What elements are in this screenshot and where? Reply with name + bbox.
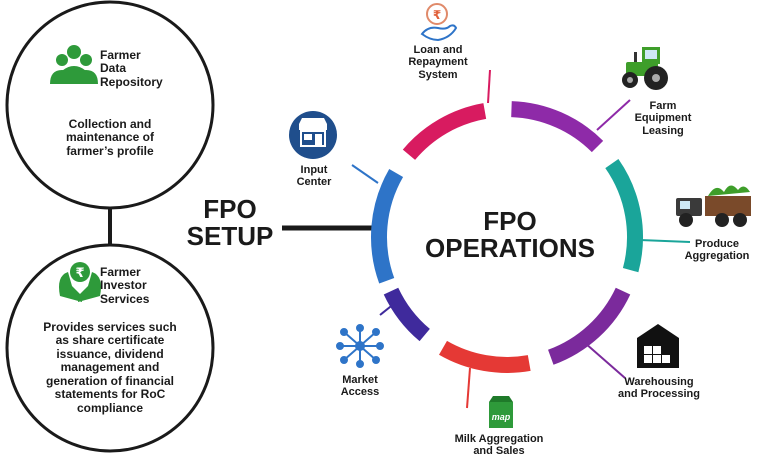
pointer-line-market <box>379 302 396 316</box>
pointer-line-milk <box>466 367 471 409</box>
farmer-data-circle <box>5 0 215 210</box>
operation-milk-label: Milk Aggregation and Sales <box>454 433 544 458</box>
pointer-line-produce <box>639 239 691 243</box>
operations-ring <box>371 101 643 373</box>
ring-arc-market <box>383 287 431 342</box>
investor-circle <box>5 243 215 453</box>
farmer-data-description: Collection and maintenance of farmer’s p… <box>65 117 155 158</box>
milk-carton-label: map <box>492 412 511 422</box>
pointer-line-loan <box>487 69 491 104</box>
pointer-line-farm <box>596 99 631 131</box>
ring-arc-loan <box>402 103 487 161</box>
network-icon <box>336 324 384 368</box>
pointer-line-warehouse <box>584 342 626 379</box>
investor-description: Provides services such as share certific… <box>43 320 177 415</box>
rupee-hands-icon: ₹ <box>59 262 101 302</box>
svg-text:₹: ₹ <box>75 266 84 281</box>
operation-loan-label: Loan and Repayment System <box>408 44 468 81</box>
investor-title: Farmer Investor Services <box>100 265 150 306</box>
produce-truck-icon <box>676 185 751 227</box>
fpo-operations-title: FPO OPERATIONS <box>425 206 595 264</box>
operation-farm-equipment-label: Farm Equipment Leasing <box>634 100 692 137</box>
operation-market-label: Market Access <box>340 374 380 399</box>
ring-arc-warehouse <box>547 287 631 365</box>
ring-arc-farm <box>511 101 604 153</box>
svg-text:₹: ₹ <box>433 8 441 22</box>
ring-arc-milk <box>439 340 531 373</box>
milk-carton-icon: map <box>489 396 513 428</box>
fpo-setup-title: FPO SETUP <box>186 194 274 252</box>
rupee-coin-hand-icon: ₹ <box>420 3 458 42</box>
storefront-icon <box>289 111 337 159</box>
operations-pointers <box>351 69 691 409</box>
pointer-line-input <box>351 164 379 184</box>
operation-produce-label: Produce Aggregation <box>684 238 750 263</box>
farmer-data-title: Farmer Data Repository <box>100 48 163 89</box>
people-group-icon <box>50 45 98 84</box>
tractor-icon <box>622 47 668 90</box>
ring-arc-produce <box>605 158 643 273</box>
operation-input-center-label: Input Center <box>296 164 332 189</box>
ring-arc-input <box>371 169 404 284</box>
warehouse-icon <box>637 324 679 368</box>
operation-warehousing-label: Warehousing and Processing <box>618 376 700 401</box>
